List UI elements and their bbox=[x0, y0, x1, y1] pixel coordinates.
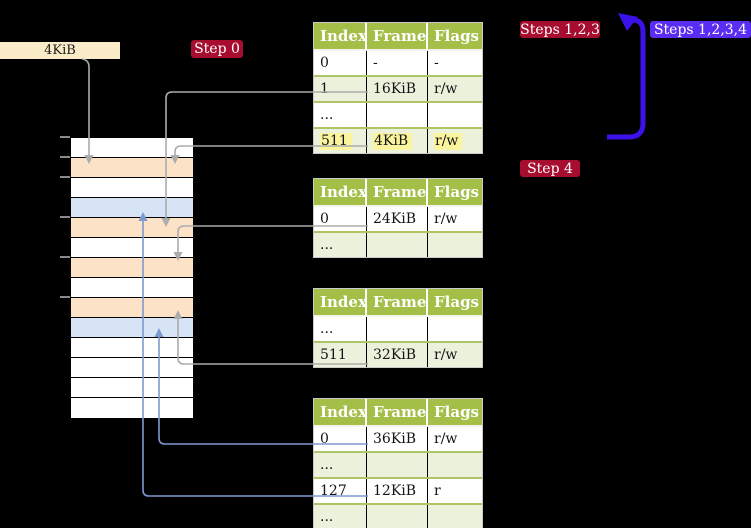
column-header-index: Index bbox=[314, 289, 367, 315]
cell-index: 0 bbox=[314, 51, 367, 75]
step-4-badge: Step 4 bbox=[520, 160, 580, 177]
highlight: 511 bbox=[320, 132, 352, 150]
page-table-4: Index Frame Flags 0 36KiB r/w ... 127 12… bbox=[313, 398, 483, 528]
table-header-row: Index Frame Flags bbox=[314, 399, 482, 425]
recursive-loop-arrow bbox=[607, 17, 646, 140]
cell-frame: 12KiB bbox=[367, 479, 428, 503]
cell-index: ... bbox=[314, 505, 367, 528]
cell-index: 511 bbox=[314, 343, 367, 367]
column-header-frame: Frame bbox=[367, 289, 428, 315]
cell-index: 511 bbox=[314, 129, 367, 153]
page-table-3: Index Frame Flags ... 511 32KiB r/w bbox=[313, 288, 483, 368]
cell-frame: 4KiB bbox=[367, 129, 428, 153]
cell-frame: 24KiB bbox=[367, 207, 428, 231]
page-table-1: Index Frame Flags 0 - - 1 16KiB r/w ... … bbox=[313, 22, 483, 154]
cell-index: 1 bbox=[314, 77, 367, 101]
cell-frame: 32KiB bbox=[367, 343, 428, 367]
page-size-label: 4KiB bbox=[0, 42, 120, 59]
memory-frame-row bbox=[71, 278, 193, 298]
column-header-frame: Frame bbox=[367, 23, 428, 49]
cell-flags bbox=[428, 505, 482, 528]
memory-tick bbox=[60, 156, 70, 158]
cell-frame bbox=[367, 453, 428, 477]
cell-frame: 16KiB bbox=[367, 77, 428, 101]
physical-memory-column bbox=[70, 137, 194, 419]
column-header-flags: Flags bbox=[434, 183, 479, 201]
table-row: ... bbox=[314, 101, 482, 127]
table-row: ... bbox=[314, 315, 482, 341]
memory-frame-row bbox=[71, 238, 193, 258]
cell-flags bbox=[428, 317, 482, 341]
memory-tick bbox=[60, 256, 70, 258]
cell-index: 127 bbox=[314, 479, 367, 503]
cell-index: 0 bbox=[314, 427, 367, 451]
column-header-frame: Frame bbox=[367, 399, 428, 425]
cell-flags bbox=[428, 453, 482, 477]
cell-flags: r/w bbox=[434, 81, 458, 97]
memory-frame-row bbox=[71, 258, 193, 278]
step-0-badge: Step 0 bbox=[191, 40, 243, 58]
table-row: 0 24KiB r/w bbox=[314, 205, 482, 231]
table-row: 1 16KiB r/w bbox=[314, 75, 482, 101]
table-row: ... bbox=[314, 231, 482, 257]
memory-tick bbox=[60, 216, 70, 218]
column-header-index: Index bbox=[314, 23, 367, 49]
highlight: 4KiB bbox=[373, 132, 413, 150]
steps-123-badge: Steps 1,2,3 bbox=[520, 21, 600, 38]
table-row: 0 - - bbox=[314, 49, 482, 75]
steps-1234-badge: Steps 1,2,3,4 bbox=[650, 21, 751, 38]
memory-frame-row bbox=[71, 138, 193, 158]
column-header-flags: Flags bbox=[434, 293, 479, 311]
memory-frame-row bbox=[71, 178, 193, 198]
cell-flags: r bbox=[434, 483, 441, 499]
memory-frame-row bbox=[71, 318, 193, 338]
page-table-2: Index Frame Flags 0 24KiB r/w ... bbox=[313, 178, 483, 258]
memory-frame-row bbox=[71, 298, 193, 318]
table-header-row: Index Frame Flags bbox=[314, 23, 482, 49]
column-header-index: Index bbox=[314, 179, 367, 205]
memory-frame-row bbox=[71, 198, 193, 218]
memory-frame-row bbox=[71, 338, 193, 358]
table-row-highlighted: 511 4KiB r/w bbox=[314, 127, 482, 153]
arrow-up-left-icon bbox=[618, 13, 638, 31]
column-header-flags: Flags bbox=[434, 403, 479, 421]
cell-index: 0 bbox=[314, 207, 367, 231]
cell-flags: r/w bbox=[434, 211, 458, 227]
cell-frame bbox=[367, 317, 428, 341]
table-header-row: Index Frame Flags bbox=[314, 179, 482, 205]
memory-frame-row bbox=[71, 158, 193, 178]
memory-tick bbox=[60, 296, 70, 298]
memory-tick bbox=[60, 176, 70, 178]
highlight: r/w bbox=[434, 132, 463, 150]
table-row: ... bbox=[314, 451, 482, 477]
table-row: ... bbox=[314, 503, 482, 528]
column-header-index: Index bbox=[314, 399, 367, 425]
table-row: 511 32KiB r/w bbox=[314, 341, 482, 367]
cell-index: ... bbox=[314, 453, 367, 477]
cell-flags: r/w bbox=[434, 347, 458, 363]
cell-flags: r/w bbox=[428, 129, 482, 153]
memory-tick bbox=[60, 136, 70, 138]
cell-index: ... bbox=[314, 103, 367, 127]
cell-frame bbox=[367, 103, 428, 127]
cell-flags bbox=[428, 103, 482, 127]
cell-frame bbox=[367, 233, 428, 257]
table-row: 0 36KiB r/w bbox=[314, 425, 482, 451]
memory-frame-row bbox=[71, 358, 193, 378]
memory-frame-row bbox=[71, 398, 193, 418]
cell-frame: - bbox=[367, 51, 428, 75]
column-header-flags: Flags bbox=[434, 27, 479, 45]
cell-frame bbox=[367, 505, 428, 528]
cell-flags: - bbox=[434, 55, 439, 71]
table-row: 127 12KiB r bbox=[314, 477, 482, 503]
cell-flags: r/w bbox=[434, 431, 458, 447]
cell-frame: 36KiB bbox=[367, 427, 428, 451]
memory-frame-row bbox=[71, 218, 193, 238]
cell-index: ... bbox=[314, 233, 367, 257]
cell-flags bbox=[428, 233, 482, 257]
column-header-frame: Frame bbox=[367, 179, 428, 205]
table-header-row: Index Frame Flags bbox=[314, 289, 482, 315]
memory-frame-row bbox=[71, 378, 193, 398]
cell-index: ... bbox=[314, 317, 367, 341]
